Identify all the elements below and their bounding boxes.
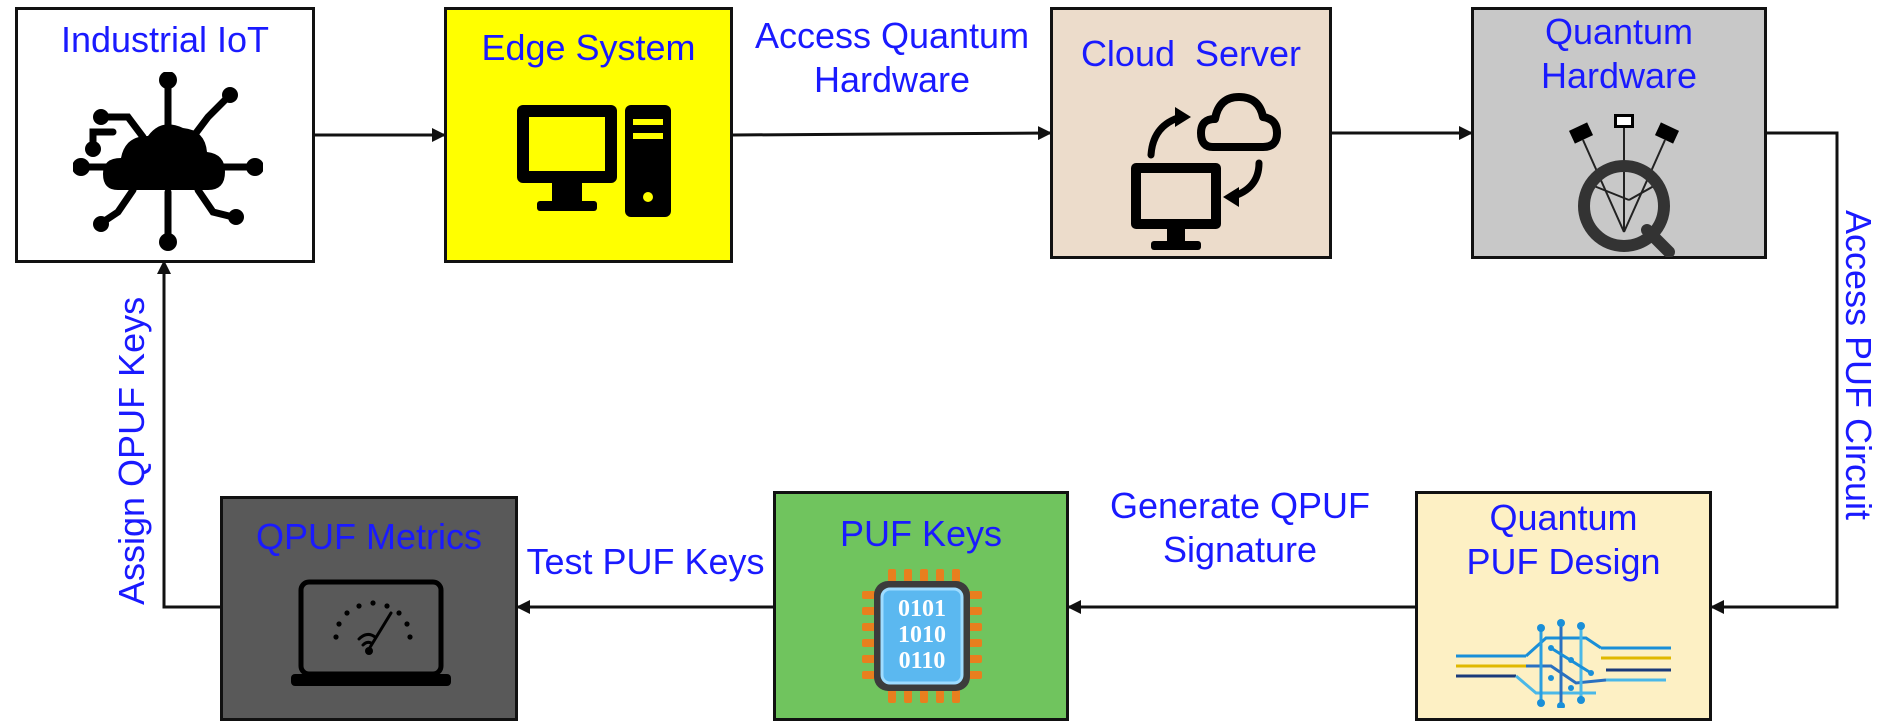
node-title-line-1: Quantum bbox=[1544, 11, 1694, 52]
desktop-computer-icon bbox=[517, 105, 671, 217]
circuit-board-icon bbox=[1456, 619, 1671, 708]
edge-label-access-quantum-hardware-2: Hardware bbox=[813, 59, 971, 100]
arrow-quantum-to-pufdesign bbox=[1710, 131, 1839, 614]
node-title-line-2: Hardware bbox=[1540, 55, 1698, 96]
edge-label-generate-qpuf-signature-1: Generate QPUF bbox=[1109, 485, 1371, 526]
node-title: Cloud Server bbox=[1080, 33, 1302, 74]
node-title: PUF Keys bbox=[839, 513, 1003, 554]
laptop-gauge-icon bbox=[291, 579, 451, 686]
node-puf-keys: PUF Keys 0101 1010 0110 bbox=[773, 491, 1069, 721]
node-title-line-1: Quantum bbox=[1489, 497, 1638, 538]
node-cloud-server: Cloud Server bbox=[1050, 7, 1332, 259]
iot-cloud-network-icon bbox=[73, 72, 263, 251]
arrow-metrics-to-iot bbox=[157, 260, 220, 609]
chip-line-3: 0110 bbox=[899, 648, 946, 674]
chip-line-1: 0101 bbox=[898, 596, 946, 622]
quantum-processor-icon bbox=[1569, 114, 1679, 257]
node-quantum-hardware: Quantum Hardware bbox=[1471, 7, 1767, 259]
node-title: Edge System bbox=[481, 27, 696, 68]
node-quantum-puf-design: Quantum PUF Design bbox=[1415, 491, 1712, 721]
cloud-sync-computer-icon bbox=[1131, 93, 1281, 250]
edge-label-access-quantum-hardware-1: Access Quantum bbox=[754, 15, 1030, 56]
edge-label-assign-qpuf-keys: Assign QPUF Keys bbox=[111, 296, 152, 605]
node-industrial-iot: Industrial IoT bbox=[15, 7, 315, 263]
node-title: Industrial IoT bbox=[60, 19, 270, 60]
node-edge-system: Edge System bbox=[444, 7, 733, 263]
arrow-edge-to-cloud bbox=[732, 126, 1052, 141]
edge-label-generate-qpuf-signature-2: Signature bbox=[1162, 529, 1318, 570]
node-title-line-2: PUF Design bbox=[1466, 541, 1661, 582]
edge-label-access-puf-circuit: Access PUF Circuit bbox=[1838, 210, 1879, 521]
node-qpuf-metrics: QPUF Metrics bbox=[220, 496, 518, 721]
chip-line-2: 1010 bbox=[898, 622, 946, 648]
node-title: QPUF Metrics bbox=[255, 516, 482, 557]
binary-chip-icon: 0101 1010 0110 bbox=[862, 569, 982, 703]
edge-label-test-puf-keys: Test PUF Keys bbox=[526, 541, 765, 582]
